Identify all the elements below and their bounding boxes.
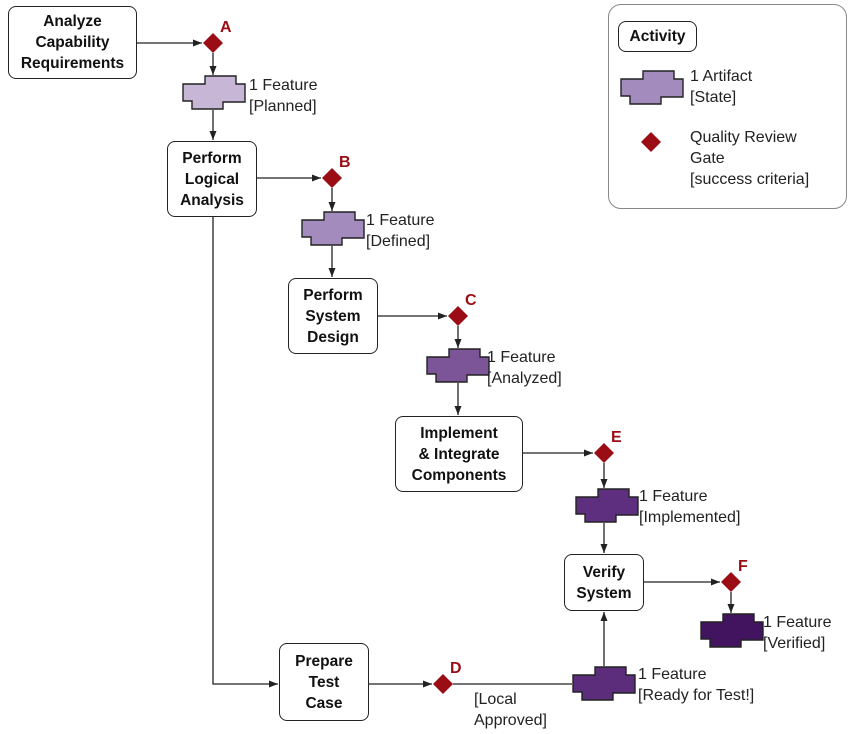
gate-D-criteria: [Local Approved]: [474, 691, 547, 729]
artifact-verified-label: 1 Feature [Verified]: [763, 614, 832, 652]
artifact-ready-shape: [572, 666, 636, 701]
gate-D-diamond-icon: [433, 674, 453, 694]
activity-system: Perform System Design: [288, 278, 378, 354]
legend-gate-diamond-icon: [641, 132, 661, 152]
activity-verify: Verify System: [564, 554, 644, 611]
artifact-verified-shape: [700, 613, 764, 648]
legend-artifact-label: 1 Artifact [State]: [690, 68, 753, 106]
gate-A-diamond-icon: [203, 33, 223, 53]
gate-E-diamond-icon: [594, 443, 614, 463]
gate-B-diamond-icon: [322, 168, 342, 188]
artifact-shapes: [182, 75, 764, 701]
activity-implement: Implement & Integrate Components: [395, 416, 523, 492]
artifact-implemented-shape: [575, 488, 639, 523]
legend-gate-label: Quality Review Gate [success criteria]: [690, 129, 810, 188]
activity-prepare: Prepare Test Case: [279, 643, 369, 721]
artifact-ready-label: 1 Feature [Ready for Test!]: [638, 666, 755, 704]
artifact-analyzed-label: 1 Feature [Analyzed]: [487, 349, 562, 387]
gate-F-diamond-icon: [721, 572, 741, 592]
artifact-analyzed-shape: [426, 348, 490, 383]
legend-artifact-shape: [620, 70, 684, 105]
gate-C-diamond-icon: [448, 306, 468, 326]
gate-B-letter: B: [339, 154, 351, 171]
artifact-planned-shape: [182, 75, 246, 110]
legend-activity-box: Activity: [618, 21, 697, 52]
gate-C-letter: C: [465, 292, 477, 309]
artifact-implemented-label: 1 Feature [Implemented]: [639, 488, 741, 526]
legend: [608, 4, 847, 209]
activity-logical: Perform Logical Analysis: [167, 141, 257, 217]
artifact-planned-label: 1 Feature [Planned]: [249, 77, 318, 115]
gate-F-letter: F: [738, 558, 748, 575]
gate-shapes: [203, 33, 741, 694]
gate-A-letter: A: [220, 19, 232, 36]
artifact-defined-label: 1 Feature [Defined]: [366, 212, 435, 250]
activity-analyze: Analyze Capability Requirements: [8, 6, 137, 79]
artifact-defined-shape: [301, 211, 365, 246]
gate-D-letter: D: [450, 660, 462, 677]
connector-logical-to-prepare: [212, 217, 278, 688]
gate-E-letter: E: [611, 429, 622, 446]
connectors: [137, 39, 735, 688]
